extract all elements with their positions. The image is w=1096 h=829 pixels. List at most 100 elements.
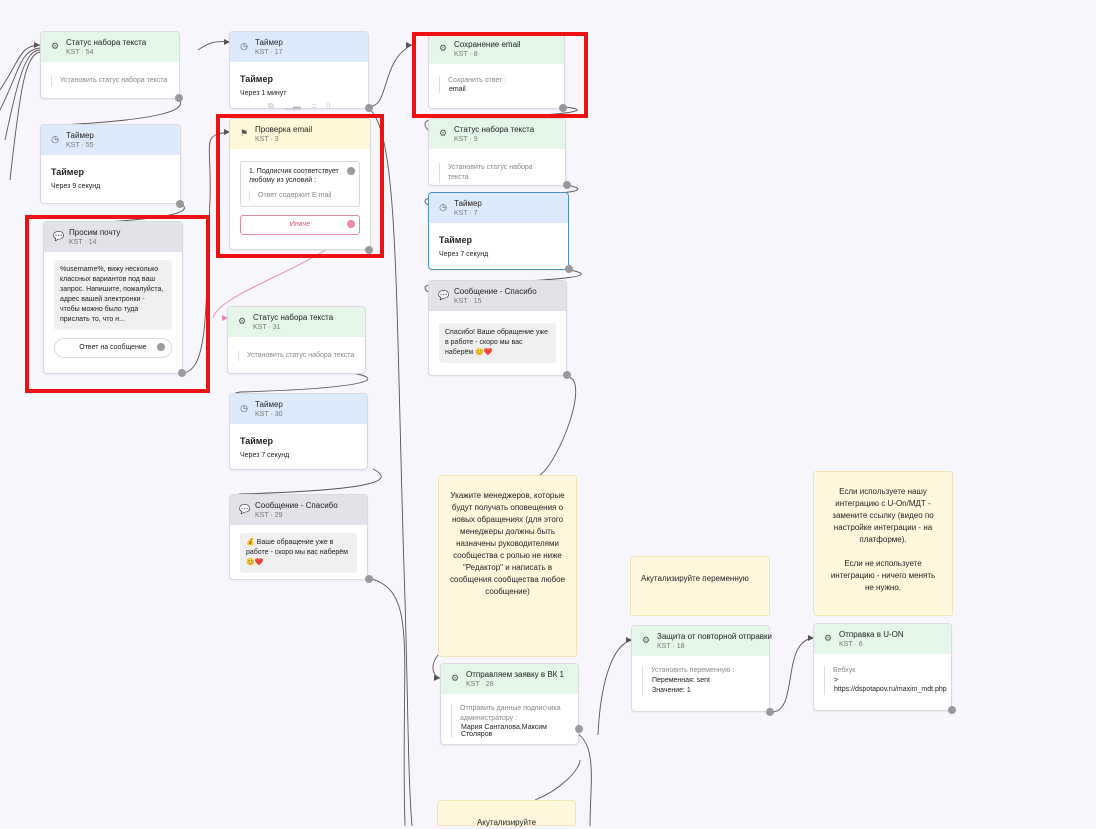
note-text: Акутализируйте	[476, 818, 537, 827]
note-actualize[interactable]: Акутализируйте переменную	[630, 556, 770, 616]
note-uon[interactable]: Если используете нашу интеграцию с U-On/…	[813, 471, 953, 616]
gears-icon: ⚙	[823, 633, 833, 643]
note-text: Акутализируйте переменную	[641, 574, 749, 583]
comment-icon[interactable]: ◻	[311, 101, 317, 110]
node-check-email-3[interactable]: ⚑ Проверка email KST · 3 1. Подписчик со…	[229, 118, 373, 254]
output-port[interactable]	[178, 369, 186, 377]
node-title: Таймер	[255, 38, 283, 47]
clock-icon: ◷	[51, 134, 59, 144]
webhook-url: https://dspotapov.ru/maxim_mdt.php	[824, 685, 947, 695]
timer-duration: Через 7 секунд	[240, 452, 290, 459]
chat-bubble-icon: 💬	[53, 231, 65, 241]
node-thanks-29[interactable]: 💬 Сообщение - Спасибо KST · 29 💰 Ваше об…	[229, 494, 373, 583]
note-managers[interactable]: Укажите менеджеров, которые будут получа…	[438, 475, 577, 657]
send-label: Отправить данные подписчика администрато…	[451, 704, 568, 724]
output-port[interactable]	[565, 265, 573, 273]
note-bottom[interactable]: Акутализируйте	[437, 800, 576, 827]
node-save-email-8[interactable]: ⚙ Сохранение email KST · 8 Сохранить отв…	[428, 33, 567, 112]
reply-button-label: Ответ на сообщение	[79, 344, 147, 351]
node-subtitle: KST · 55	[66, 142, 94, 149]
node-subtitle: KST · 14	[69, 239, 97, 246]
condition-box[interactable]: 1. Подписчик соответствует любому из усл…	[240, 161, 360, 207]
output-port[interactable]	[365, 575, 373, 583]
hover-toolbar: ⧉ ▁▃ ◻ ▯	[268, 101, 332, 111]
node-send-vk-28[interactable]: ⚙ Отправляем заявку в ВК 1 KST · 28 Отпр…	[440, 663, 583, 745]
output-port[interactable]	[175, 94, 183, 102]
trash-icon[interactable]: ▯	[325, 101, 332, 110]
node-repeat-protect-18[interactable]: ⚙ Защита от повторной отправки KST · 18 …	[631, 625, 774, 716]
node-header: ◷ Таймер KST · 7	[429, 193, 568, 223]
node-subtitle: KST · 7	[454, 210, 478, 217]
output-port[interactable]	[176, 200, 184, 208]
node-timer-7[interactable]: ◷ Таймер KST · 7 Таймер Через 7 секунд	[428, 192, 573, 273]
else-branch[interactable]: Иначе	[240, 215, 360, 235]
node-status-9[interactable]: ⚙ Статус набора текста KST · 9 Установит…	[428, 118, 571, 189]
clock-icon: ◷	[439, 202, 447, 212]
output-port[interactable]	[563, 181, 571, 189]
gears-icon: ⚙	[50, 41, 60, 51]
timer-duration: Через 1 минут	[240, 90, 287, 97]
node-timer-55[interactable]: ◷ Таймер KST · 55 Таймер Через 9 секунд	[40, 124, 184, 208]
node-thanks-15[interactable]: 💬 Сообщение - Спасибо KST · 15 Спасибо! …	[428, 280, 571, 379]
stats-icon[interactable]: ▁▃	[284, 101, 301, 110]
else-port[interactable]	[347, 220, 355, 228]
node-timer-17[interactable]: ◷ Таймер KST · 17 Таймер Через 1 минут	[229, 31, 373, 112]
node-header: ◷ Таймер KST · 17	[230, 32, 368, 62]
gears-icon: ⚙	[450, 673, 460, 683]
message-text: 💰 Ваше обращение уже в работе - скоро мы…	[240, 533, 357, 573]
output-port[interactable]	[575, 725, 583, 733]
clock-icon: ◷	[240, 41, 248, 51]
node-title: Таймер	[255, 400, 283, 409]
node-title: Просим почту	[69, 228, 121, 237]
output-port[interactable]	[563, 371, 571, 379]
clock-icon: ◷	[240, 403, 248, 413]
button-port[interactable]	[157, 343, 165, 351]
timer-heading: Таймер	[240, 436, 273, 446]
node-send-uon-6[interactable]: ⚙ Отправка в U-ON KST · 6 Вебхук > https…	[813, 623, 956, 714]
output-port[interactable]	[365, 246, 373, 254]
send-recipients: Мария Санталова,Максим Столяров	[451, 724, 568, 738]
node-header: ⚙ Статус набора текста KST · 9	[429, 119, 565, 149]
node-subtitle: KST · 8	[454, 51, 478, 58]
node-subtitle: KST · 31	[253, 324, 281, 331]
output-port[interactable]	[766, 708, 774, 716]
node-header: ⚙ Статус набора текста KST · 31	[228, 307, 365, 337]
node-body-text: Установить статус набора текста	[238, 351, 355, 361]
output-port[interactable]	[948, 706, 956, 714]
timer-heading: Таймер	[51, 167, 84, 177]
copy-icon[interactable]: ⧉	[268, 101, 274, 110]
output-port[interactable]	[365, 104, 373, 112]
node-title: Сообщение - Спасибо	[255, 501, 338, 510]
node-subtitle: KST · 28	[466, 681, 494, 688]
node-subtitle: KST · 30	[255, 411, 283, 418]
node-status-54[interactable]: ⚙ Статус набора текста KST · 54 Установи…	[40, 31, 183, 102]
node-title: Защита от повторной отправки	[657, 632, 773, 641]
variable-label: Установить переменную :	[642, 666, 759, 676]
gears-icon: ⚙	[237, 316, 247, 326]
node-header: 💬 Просим почту KST · 14	[44, 222, 182, 252]
node-status-31[interactable]: ⚙ Статус набора текста KST · 31 Установи…	[227, 306, 366, 374]
condition-text: 1. Подписчик соответствует любому из усл…	[249, 168, 339, 184]
node-subtitle: KST · 9	[454, 136, 478, 143]
timer-heading: Таймер	[240, 74, 273, 84]
note-text: Укажите менеджеров, которые будут получа…	[449, 491, 566, 596]
timer-duration: Через 9 секунд	[51, 183, 101, 190]
node-header: 💬 Сообщение - Спасибо KST · 15	[429, 281, 566, 311]
condition-port[interactable]	[347, 167, 355, 175]
node-subtitle: KST · 3	[255, 136, 279, 143]
chat-bubble-icon: 💬	[438, 290, 450, 300]
save-label: Сохранить ответ :	[439, 76, 554, 86]
variable-name: Переменная: sent	[642, 676, 759, 686]
highlight-frame-ask-email	[25, 215, 210, 393]
message-text: %username%, вижу несколько классных вари…	[54, 260, 172, 330]
node-title: Статус набора текста	[253, 313, 334, 322]
else-label: Иначе	[289, 221, 311, 228]
node-ask-email-14[interactable]: 💬 Просим почту KST · 14 %username%, вижу…	[43, 221, 186, 377]
node-header: ⚙ Статус набора текста KST · 54	[41, 32, 179, 62]
output-port[interactable]	[559, 104, 567, 112]
node-timer-30[interactable]: ◷ Таймер KST · 30 Таймер Через 7 секунд	[229, 393, 368, 470]
reply-button[interactable]: Ответ на сообщение	[54, 338, 172, 358]
node-body-text: Установить статус набора текста	[439, 163, 555, 183]
node-title: Проверка email	[255, 125, 313, 134]
node-title: Статус набора текста	[454, 125, 535, 134]
